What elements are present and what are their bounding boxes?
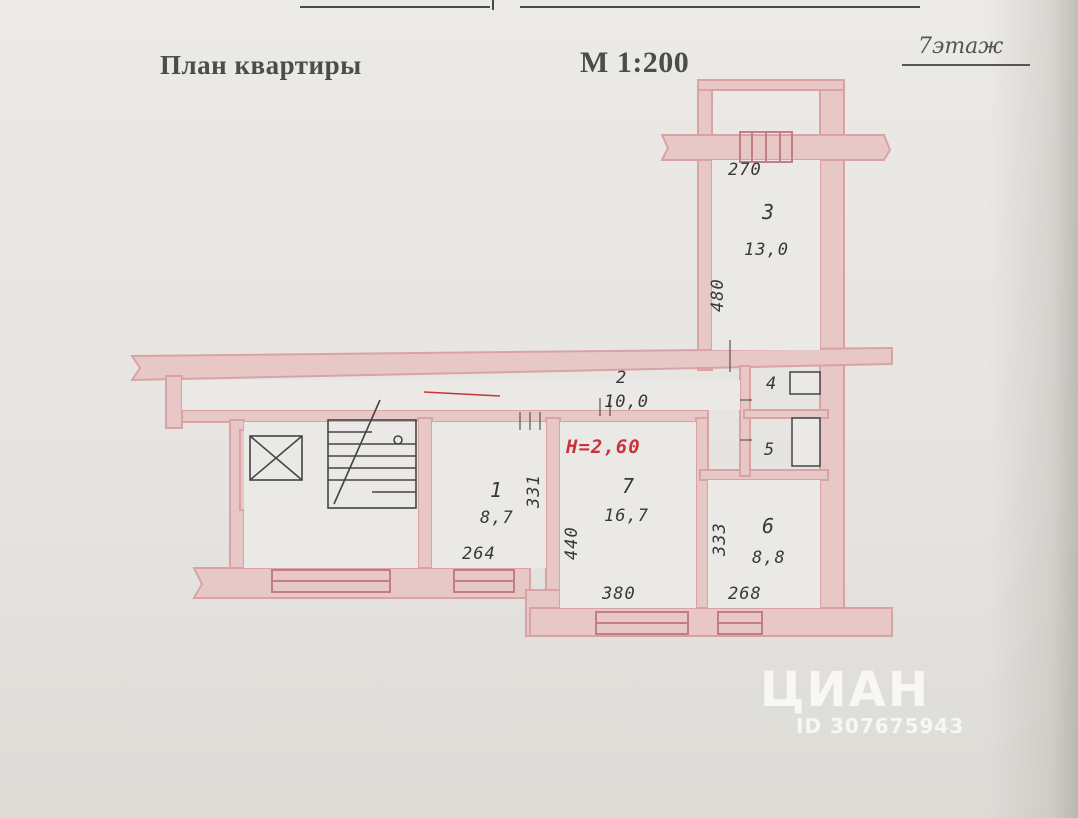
room1-area: 8,7 xyxy=(480,508,514,528)
header-rule-right xyxy=(520,0,920,8)
room1-interior xyxy=(432,422,546,568)
watermark-id: ID 307675943 xyxy=(796,714,965,738)
cian-watermark: ЦИАН ID 307675943 xyxy=(760,662,964,738)
wall-room3-left xyxy=(697,81,713,371)
bath-fixture-4 xyxy=(789,371,821,395)
room5-label: 5 xyxy=(764,440,776,460)
room7-interior xyxy=(560,422,696,608)
header-divider xyxy=(492,0,494,10)
lift-cross-2 xyxy=(249,435,303,481)
room7-number: 7 xyxy=(622,474,636,498)
ceiling-height: Н=2,60 xyxy=(566,436,641,458)
dim-room6-width: 268 xyxy=(728,584,762,604)
wall-room6-top xyxy=(699,469,829,481)
plan-scale: М 1:200 xyxy=(580,46,690,79)
header-rule-left xyxy=(300,0,490,8)
wall-room1-right xyxy=(545,417,561,599)
dim-room3-width: 270 xyxy=(728,160,762,180)
wall-top-stub xyxy=(697,79,845,91)
dim-room7-length: 440 xyxy=(562,526,582,560)
wall-bath-middle xyxy=(743,409,829,419)
lift-shaft xyxy=(249,435,303,481)
wall-corridor-top xyxy=(130,346,893,382)
room3-number: 3 xyxy=(762,200,776,224)
room2-interior xyxy=(182,380,740,410)
stair-landing-mark xyxy=(393,435,403,445)
stair-hall-interior xyxy=(244,422,418,568)
floor-note: 7этаж xyxy=(918,34,1004,59)
watermark-brand: ЦИАН xyxy=(760,662,931,718)
dim-room6-length: 333 xyxy=(710,522,730,556)
room6-area: 8,8 xyxy=(752,548,786,568)
stair-flight-arrow xyxy=(333,399,381,505)
plan-title: План квартиры xyxy=(160,50,362,80)
room1-number: 1 xyxy=(490,478,504,502)
room2-number: 2 xyxy=(616,368,628,388)
dim-room1-width: 264 xyxy=(462,544,496,564)
dim-room7-width: 380 xyxy=(602,584,636,604)
room2-area: 10,0 xyxy=(604,392,649,412)
room7-area: 16,7 xyxy=(604,506,649,526)
wall-room3-window-band xyxy=(660,134,892,161)
dim-room1-length: 331 xyxy=(524,474,544,508)
red-pen-mark xyxy=(423,391,501,397)
room6-interior xyxy=(708,480,820,608)
room6-number: 6 xyxy=(762,514,776,538)
wall-bottom-left xyxy=(192,567,531,599)
page-edge-shadow xyxy=(988,0,1078,818)
wall-stair-right xyxy=(417,417,433,581)
wall-bath-left xyxy=(739,365,751,477)
wall-room7-right xyxy=(695,417,709,615)
wall-bottom-right xyxy=(529,607,893,637)
room3-area: 13,0 xyxy=(744,240,789,260)
bath-fixture-5 xyxy=(791,417,821,467)
room4-label: 4 xyxy=(766,374,778,394)
dim-room3-length: 480 xyxy=(708,278,728,312)
floor-note-underline xyxy=(902,64,1030,66)
wall-left-outer xyxy=(165,375,183,429)
room3-interior xyxy=(712,160,820,350)
